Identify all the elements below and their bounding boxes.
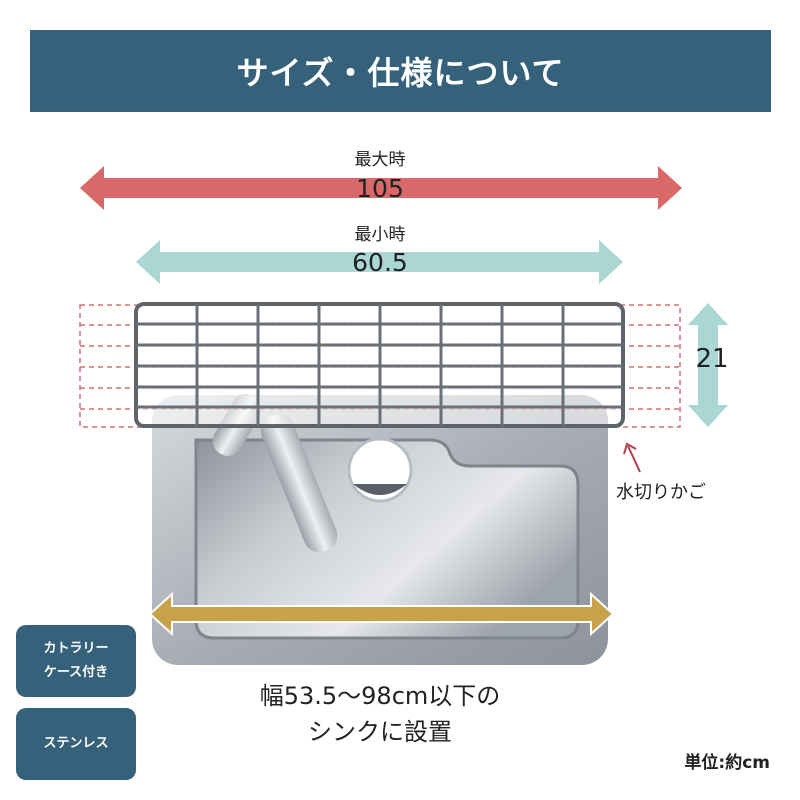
height-value: 21 xyxy=(695,344,729,374)
height-arrow xyxy=(688,303,728,427)
faucet-spout xyxy=(260,413,338,553)
max-width-arrow xyxy=(80,166,682,210)
stainless-badge: ステンレス xyxy=(16,708,136,780)
page-title: サイズ・仕様について xyxy=(236,54,565,92)
cutlery-case-badge-line1: カトラリー xyxy=(43,641,109,656)
max-width-label: 最大時 xyxy=(354,150,406,170)
page-title-banner: サイズ・仕様について xyxy=(30,30,771,112)
basket-pointer-arrow xyxy=(623,442,641,473)
min-width-value: 60.5 xyxy=(352,248,408,277)
units-label: 単位:約cm xyxy=(684,753,770,773)
sink-basin-rim xyxy=(194,438,580,640)
cutlery-case-badge: カトラリー ケース付き xyxy=(16,625,136,697)
dish-rack-grid xyxy=(134,302,625,428)
sink-width-note-line1: 幅53.5〜98cm以下の xyxy=(259,682,501,710)
min-width-label: 最小時 xyxy=(354,225,406,245)
drain-basket xyxy=(353,484,407,495)
cutlery-case-badge-line2: ケース付き xyxy=(43,665,109,680)
stainless-badge-label: ステンレス xyxy=(43,736,109,751)
min-width-arrow xyxy=(136,240,623,284)
sink-width-arrow xyxy=(148,591,615,637)
max-width-value: 105 xyxy=(356,174,404,203)
basket-label: 水切りかご xyxy=(616,482,706,503)
sink-width-note: 幅53.5〜98cm以下の シンクに設置 xyxy=(200,678,560,750)
sink-width-note-line2: シンクに設置 xyxy=(308,718,452,746)
